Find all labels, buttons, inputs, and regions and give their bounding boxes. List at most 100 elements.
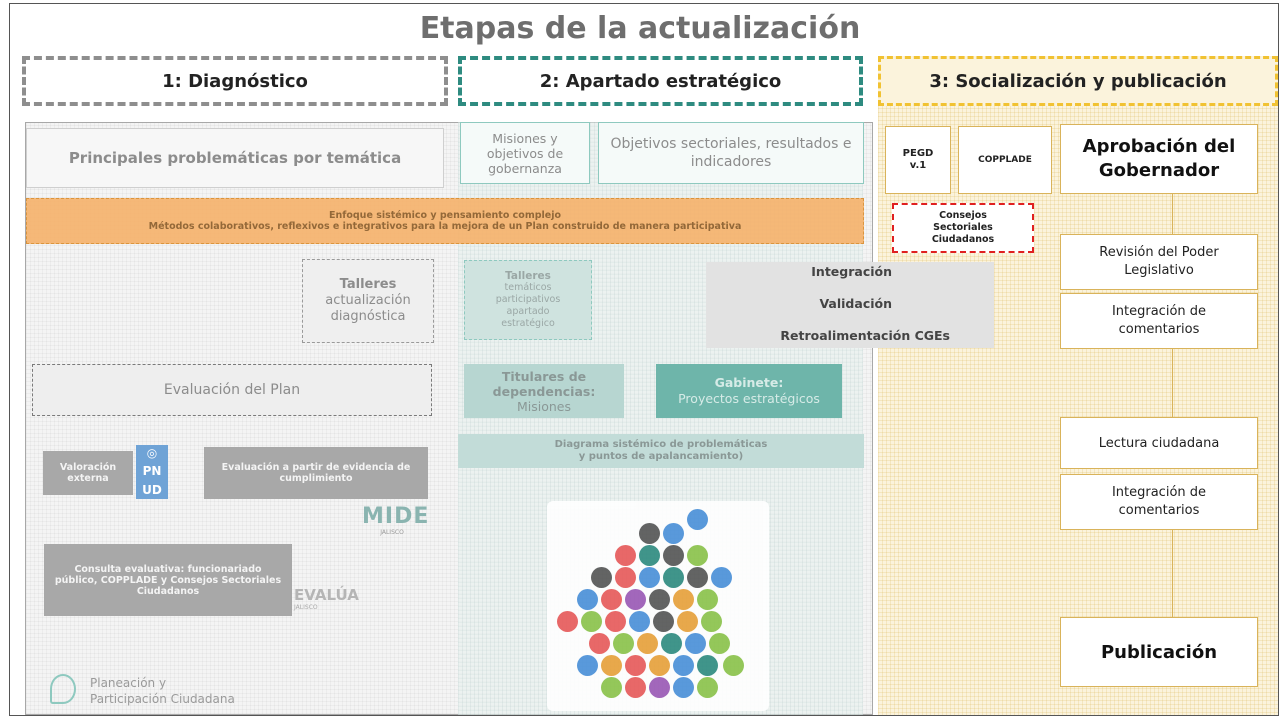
diagrama-sistemico-box: Diagrama sistémico de problemáticas y pu…: [458, 434, 864, 468]
talleres-tematicos-l1: Talleres: [505, 270, 551, 282]
mide-logo-text: MIDE: [362, 504, 430, 529]
evalua-logo: EVALÚA JALISCO: [294, 586, 374, 616]
diagram-node: [677, 611, 698, 632]
evalua-logo-sub: JALISCO: [294, 604, 318, 611]
diagram-node: [697, 655, 718, 676]
problematicas-box: Principales problemáticas por temática: [26, 128, 444, 188]
integracion1-l1: Integración de: [1111, 304, 1207, 319]
phase3-header: 3: Socialización y publicación: [878, 56, 1278, 106]
enfoque-band: Enfoque sistémico y pensamiento complejo…: [26, 198, 864, 244]
diagram-node: [625, 655, 646, 676]
integracion1-l2: comentarios: [1118, 322, 1200, 337]
diagram-node: [589, 633, 610, 654]
diagram-node: [649, 677, 670, 698]
consejos-l1: Consejos: [939, 210, 987, 221]
integracion2-l2: comentarios: [1118, 503, 1200, 518]
footer-line1: Planeación y: [90, 676, 167, 690]
integracion-validacion-box: [706, 262, 994, 348]
talleres-tematicos-l5: estratégico: [501, 318, 555, 329]
talleres-tematicos-l4: apartado: [506, 306, 550, 317]
slide-title: Etapas de la actualización: [419, 10, 861, 46]
diagram-node: [625, 677, 646, 698]
talleres-actualizacion-l1: Talleres: [339, 277, 397, 292]
planeacion-footer: Planeación y Participación Ciudadana: [90, 675, 330, 707]
titulares-l3: Misiones: [516, 398, 572, 414]
consulta-evaluativa-box: Consulta evaluativa: funcionariado públi…: [44, 544, 292, 616]
misiones-box: Misiones y objetivos de gobernanza: [460, 122, 590, 184]
diagram-node: [615, 567, 636, 588]
evalua-logo-text: EVALÚA: [294, 586, 359, 604]
talleres-actualizacion-l3: diagnóstica: [330, 309, 406, 324]
connector-line: [1172, 349, 1173, 433]
talleres-actualizacion-box: Talleres actualización diagnóstica: [302, 259, 434, 343]
pegd-box: PEGD v.1: [885, 126, 951, 194]
diagram-node: [687, 509, 708, 530]
diagram-node: [577, 589, 598, 610]
diagram-node: [687, 567, 708, 588]
valoracion-externa-box: Valoración externa: [43, 451, 133, 495]
diagram-node: [701, 611, 722, 632]
diagram-node: [601, 655, 622, 676]
diagrama-l2: y puntos de apalancamiento): [578, 451, 744, 462]
pegd-l2: v.1: [909, 160, 927, 171]
lectura-ciudadana-box: Lectura ciudadana: [1060, 417, 1258, 469]
footer-line2: Participación Ciudadana: [90, 692, 235, 706]
phase1-header: 1: Diagnóstico: [22, 56, 448, 106]
evaluacion-plan-box: Evaluación del Plan: [32, 364, 432, 416]
diagram-node: [653, 611, 674, 632]
diagram-node: [663, 545, 684, 566]
diagram-node: [615, 545, 636, 566]
aprobacion-l2: Gobernador: [1098, 160, 1220, 181]
diagram-node: [687, 545, 708, 566]
diagram-node: [637, 633, 658, 654]
diagram-node: [673, 677, 694, 698]
connector-line: [1172, 194, 1173, 234]
systemic-diagram-image: [547, 501, 769, 711]
diagram-node: [591, 567, 612, 588]
gabinete-box: Gabinete: Proyectos estratégicos: [656, 364, 842, 418]
diagram-node: [639, 545, 660, 566]
integracion-comentarios-box-1: Integración de comentarios: [1060, 293, 1258, 349]
retroalimentacion-label: Retroalimentación CGEs: [780, 328, 950, 343]
connector-line: [1172, 529, 1173, 617]
diagram-node: [663, 523, 684, 544]
diagram-node: [711, 567, 732, 588]
diagram-node: [581, 611, 602, 632]
consejos-l2: Sectoriales: [933, 222, 993, 233]
integracion-comentarios-box-2: Integración de comentarios: [1060, 474, 1258, 530]
diagram-node: [723, 655, 744, 676]
diagram-node: [697, 589, 718, 610]
validacion-label: Validación: [819, 296, 892, 311]
talleres-tematicos-box: Talleres temáticos participativos aparta…: [464, 260, 592, 340]
planeacion-logo-icon: [50, 674, 76, 704]
integracion2-l1: Integración de: [1111, 485, 1207, 500]
diagram-node: [663, 567, 684, 588]
publicacion-box: Publicación: [1060, 617, 1258, 687]
diagram-node: [697, 677, 718, 698]
mide-logo-sub: JALISCO: [380, 529, 404, 536]
diagram-node: [639, 567, 660, 588]
titulares-l2: dependencias:: [492, 383, 596, 399]
phase2-header: 2: Apartado estratégico: [458, 56, 863, 106]
revision-l2: Legislativo: [1124, 263, 1194, 278]
slide-frame: Etapas de la actualización 1: Diagnóstic…: [9, 3, 1279, 716]
diagram-node: [709, 633, 730, 654]
diagram-node: [629, 611, 650, 632]
talleres-tematicos-l2: temáticos: [504, 282, 552, 293]
mide-logo: MIDE JALISCO: [362, 504, 432, 540]
diagram-node: [673, 589, 694, 610]
diagrama-l1: Diagrama sistémico de problemáticas: [554, 439, 768, 450]
diagram-node: [673, 655, 694, 676]
undp-logo: ◎ PN UD: [136, 445, 168, 499]
diagram-node: [625, 589, 646, 610]
objetivos-box: Objetivos sectoriales, resultados e indi…: [598, 122, 864, 184]
titulares-box: Titulares de dependencias: Misiones: [464, 364, 624, 418]
aprobacion-l1: Aprobación del: [1082, 136, 1236, 157]
consejos-box: Consejos Sectoriales Ciudadanos: [892, 203, 1034, 253]
diagram-node: [577, 655, 598, 676]
undp-globe-icon: ◎: [146, 446, 158, 460]
diagram-node: [685, 633, 706, 654]
enfoque-line1: Enfoque sistémico y pensamiento complejo: [328, 210, 562, 221]
pegd-l1: PEGD: [902, 148, 934, 159]
diagram-node: [649, 655, 670, 676]
